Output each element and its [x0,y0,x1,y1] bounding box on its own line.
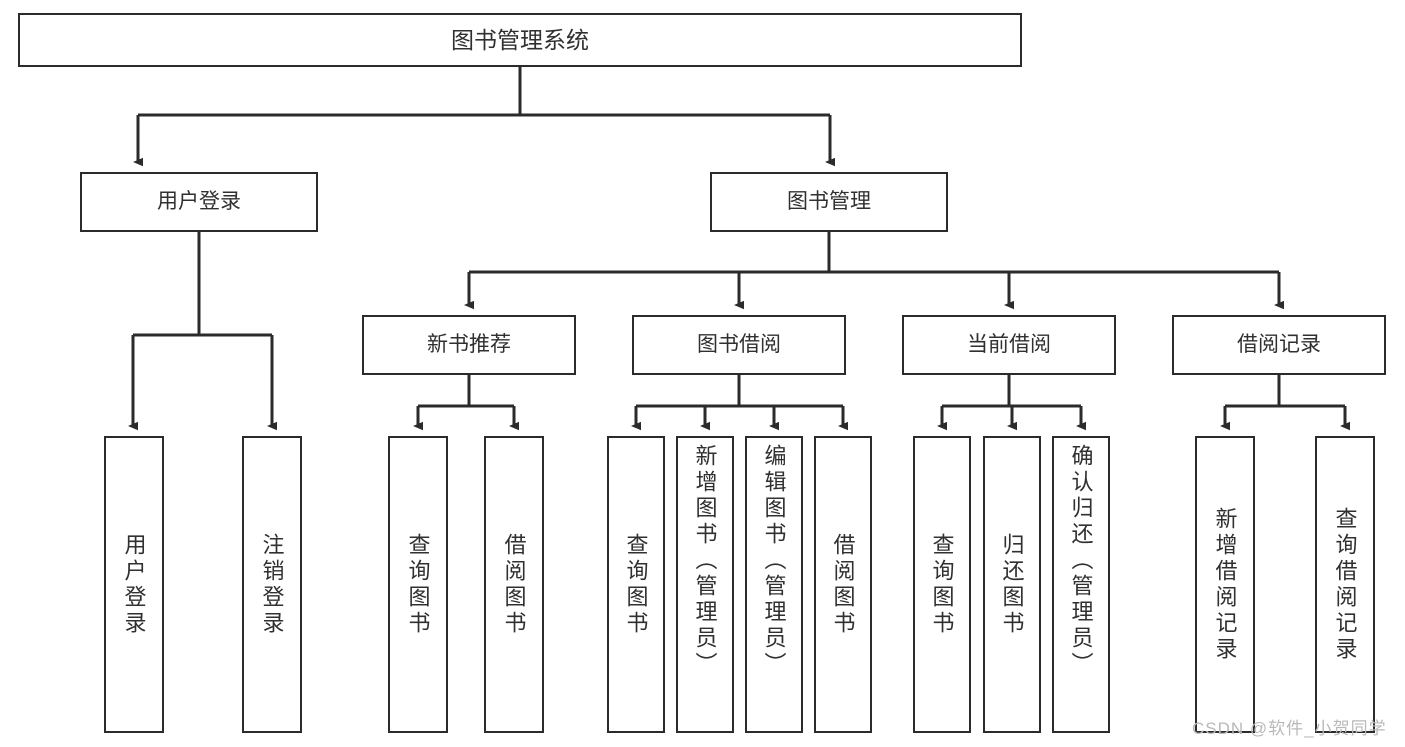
node-leaf-borrow-book-1[interactable]: 借阅图书 [484,436,544,733]
node-leaf-query-book-2[interactable]: 查询图书 [607,436,665,733]
node-book-borrow[interactable]: 图书借阅 [632,315,846,375]
node-root[interactable]: 图书管理系统 [18,13,1022,67]
node-leaf-query-borrow-record[interactable]: 查询借阅记录 [1315,436,1375,733]
node-current-borrow[interactable]: 当前借阅 [902,315,1116,375]
csdn-watermark: CSDN @软件_小贺同学 [1192,719,1387,738]
node-leaf-logout-login[interactable]: 注销登录 [242,436,302,733]
node-leaf-confirm-return[interactable]: 确认归还（管理员） [1052,436,1110,733]
node-book-manage[interactable]: 图书管理 [710,172,948,232]
node-leaf-borrow-book-2[interactable]: 借阅图书 [814,436,872,733]
node-borrow-record[interactable]: 借阅记录 [1172,315,1386,375]
node-user-login[interactable]: 用户登录 [80,172,318,232]
node-leaf-query-book-1[interactable]: 查询图书 [388,436,448,733]
node-leaf-add-borrow-record[interactable]: 新增借阅记录 [1195,436,1255,733]
node-leaf-edit-book-admin[interactable]: 编辑图书（管理员） [745,436,803,733]
node-leaf-add-book-admin[interactable]: 新增图书（管理员） [676,436,734,733]
node-leaf-user-login[interactable]: 用户登录 [104,436,164,733]
node-leaf-return-book[interactable]: 归还图书 [983,436,1041,733]
node-new-book-recommend[interactable]: 新书推荐 [362,315,576,375]
node-leaf-query-book-3[interactable]: 查询图书 [913,436,971,733]
